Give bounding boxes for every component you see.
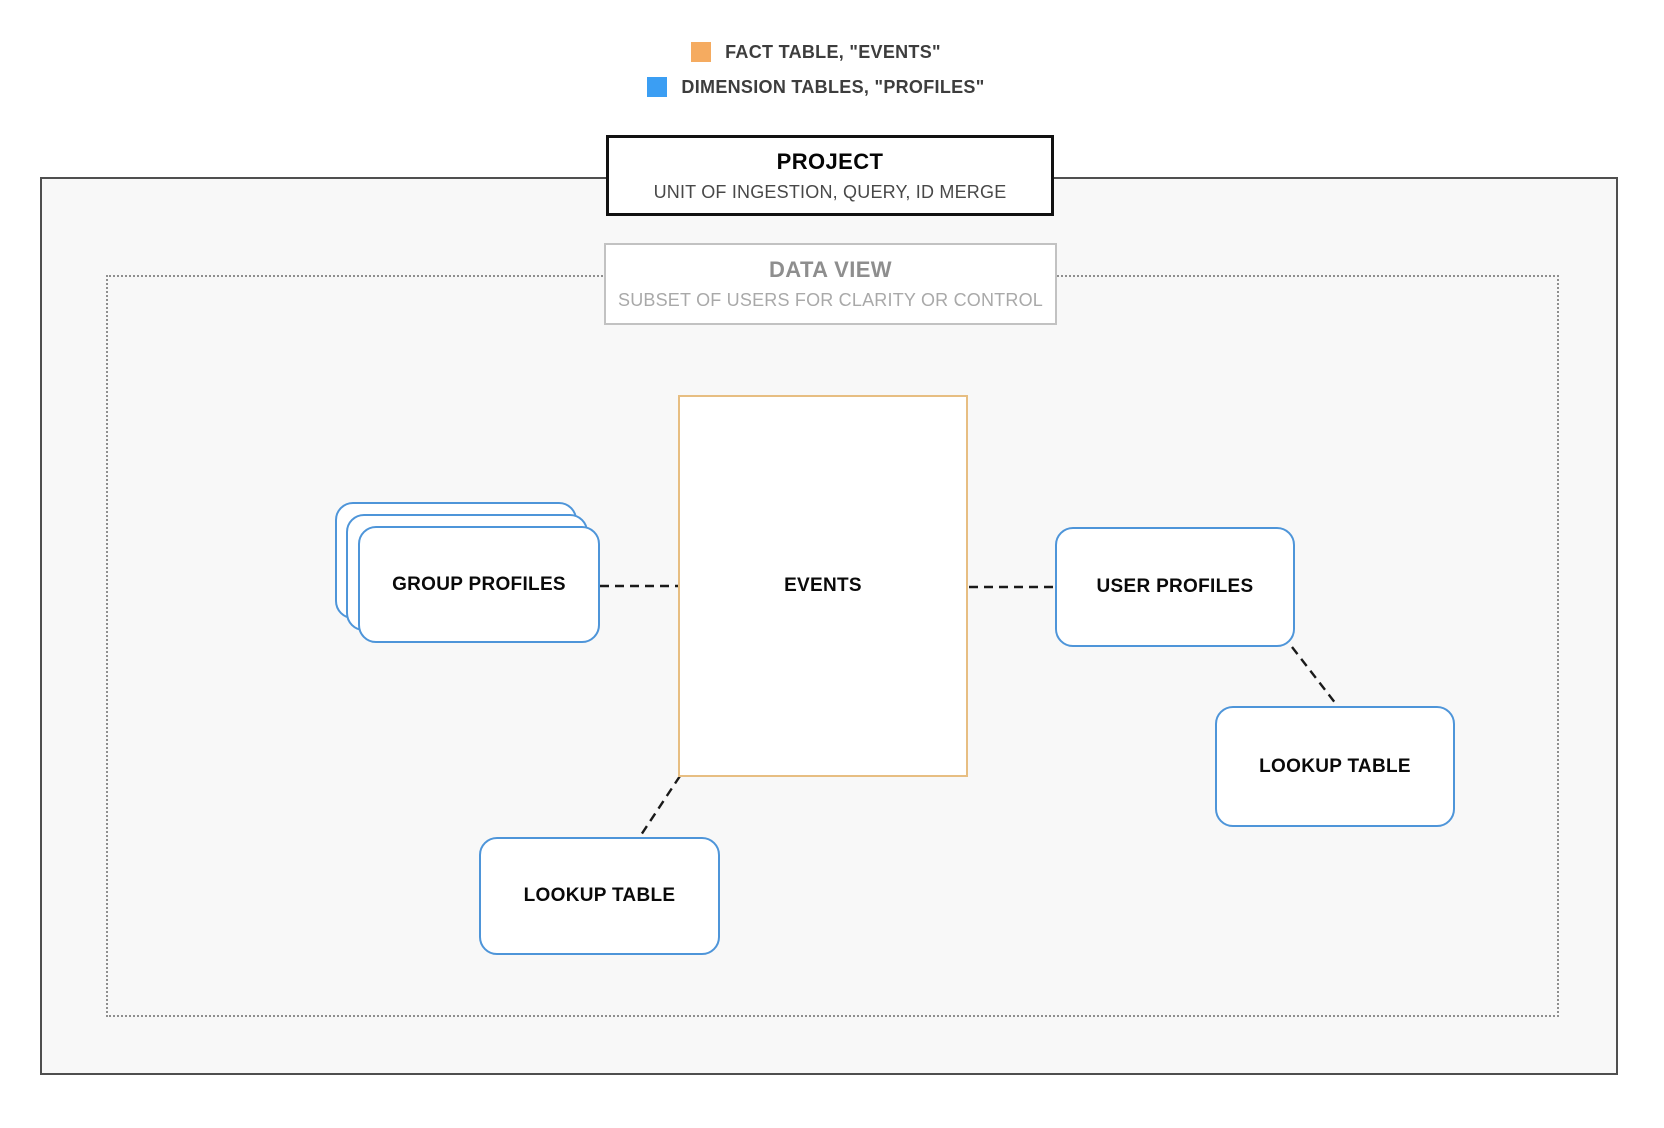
legend: FACT TABLE, "EVENTS" DIMENSION TABLES, "… (516, 42, 1116, 97)
data-view-header: DATA VIEW SUBSET OF USERS FOR CLARITY OR… (604, 243, 1057, 325)
node-events: EVENTS (678, 395, 968, 777)
legend-label-dimension-tables: DIMENSION TABLES, "PROFILES" (681, 76, 985, 97)
node-user-profiles-label: USER PROFILES (1096, 576, 1254, 597)
node-lookup-table-right: LOOKUP TABLE (1215, 706, 1455, 827)
dimension-table-swatch-icon (647, 77, 668, 97)
group-profiles-card-front: GROUP PROFILES (358, 526, 600, 643)
node-group-profiles: GROUP PROFILES (335, 502, 601, 644)
legend-label-fact-table: FACT TABLE, "EVENTS" (725, 41, 941, 62)
node-group-profiles-label: GROUP PROFILES (392, 573, 566, 595)
legend-item-fact-table: FACT TABLE, "EVENTS" (691, 42, 941, 62)
node-events-label: EVENTS (784, 575, 862, 596)
project-subtitle: UNIT OF INGESTION, QUERY, ID MERGE (653, 181, 1007, 202)
legend-item-dimension-tables: DIMENSION TABLES, "PROFILES" (647, 77, 984, 97)
node-user-profiles: USER PROFILES (1055, 527, 1295, 647)
node-lookup-table-left-label: LOOKUP TABLE (523, 885, 676, 906)
data-view-subtitle: SUBSET OF USERS FOR CLARITY OR CONTROL (617, 290, 1043, 310)
data-view-title: DATA VIEW (769, 257, 892, 282)
project-header: PROJECT UNIT OF INGESTION, QUERY, ID MER… (606, 135, 1054, 216)
fact-table-swatch-icon (691, 42, 712, 62)
project-title: PROJECT (776, 148, 884, 174)
node-lookup-table-right-label: LOOKUP TABLE (1259, 755, 1411, 777)
node-lookup-table-left: LOOKUP TABLE (479, 837, 720, 955)
